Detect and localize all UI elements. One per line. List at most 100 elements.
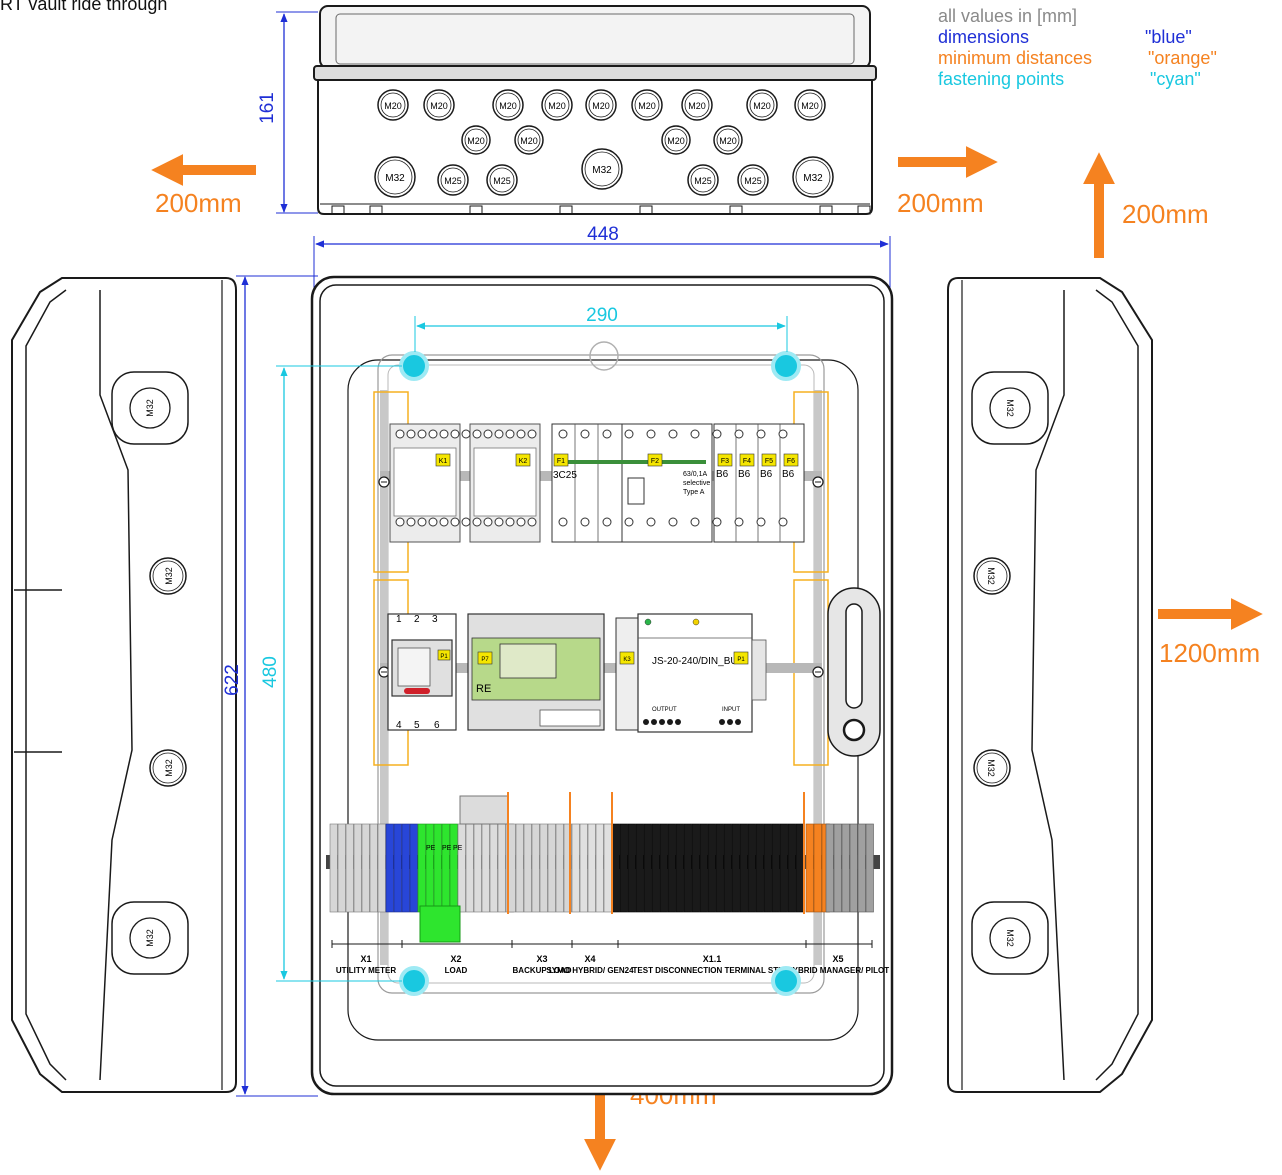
terminal-x11-16 — [731, 823, 740, 913]
row1-screw-top-15 — [580, 429, 590, 439]
dim-448-label: 448 — [587, 224, 619, 245]
gland-bottom-7-label: M32 — [803, 173, 823, 184]
terminal-x4-2 — [579, 823, 588, 913]
x2-terminal-top — [459, 795, 509, 825]
gland-bottom-3-inner — [489, 167, 515, 193]
gland-middle-2-label: M20 — [520, 136, 538, 146]
label-f3-box — [717, 453, 733, 467]
gland-bottom-4-ring — [581, 148, 623, 190]
row1-screw-bottom-7 — [461, 517, 471, 527]
terminal-x11-8 — [667, 823, 676, 913]
gland-top-9: M20 — [794, 89, 826, 121]
top-view-foot-7 — [819, 205, 833, 215]
row1-screw-bottom-14 — [558, 517, 568, 527]
gland-left-side-1: M32 — [111, 371, 189, 445]
gland-middle-2: M20 — [514, 125, 544, 155]
gland-left-side-3: M32 — [149, 749, 187, 787]
pe-label-2: PE — [442, 845, 452, 852]
fastening-point-bottom-right — [771, 966, 801, 996]
row1-screw-bottom-22 — [734, 517, 744, 527]
row1-screw-top-13 — [527, 429, 537, 439]
meter-terminal-6: 6 — [434, 720, 440, 731]
terminal-blocks — [329, 792, 874, 943]
top-view-foot-2 — [369, 205, 383, 215]
gland-left-side-3-label: M32 — [164, 759, 174, 777]
meter-terminal-2: 2 — [414, 614, 420, 625]
gland-right-side-4-ring — [989, 917, 1031, 959]
psu-terminal-7 — [727, 719, 733, 725]
gland-right-side-2-label: M32 — [986, 567, 996, 585]
label-psu-p1-box — [733, 651, 749, 665]
power-supply — [637, 613, 753, 733]
x1-name: UTILITY METER — [336, 966, 397, 975]
gland-bottom-1-label: M32 — [385, 173, 405, 184]
label-f4: F4 — [743, 458, 751, 465]
front-view: K1 K2 F1 3C25 F2 63/0,1A selective Type … — [260, 275, 894, 1096]
gland-bottom-7-inner — [795, 159, 831, 195]
row1-screw-top-18 — [646, 429, 656, 439]
gland-bottom-7-ring — [792, 156, 834, 198]
terminal-x11-22 — [779, 823, 788, 913]
x1-id: X1 — [360, 954, 371, 964]
gland-top-7-ring — [681, 89, 713, 121]
top-view-rim — [313, 65, 877, 81]
row1-screw-top-11 — [505, 429, 515, 439]
front-mounting-plate — [377, 354, 825, 994]
gland-top-3: M20 — [492, 89, 524, 121]
label-relay-p7-box — [477, 651, 493, 665]
clearance-left-label: 200mm — [155, 188, 242, 218]
row1-screw-top-12 — [516, 429, 526, 439]
terminal-x11-4 — [635, 823, 644, 913]
row1-screw-top-17 — [624, 429, 634, 439]
mcb-rating-3: B6 — [760, 469, 773, 480]
rcd-f2-test — [627, 477, 645, 505]
row1-screw-top-3 — [417, 429, 427, 439]
gland-bottom-3-ring — [486, 164, 518, 196]
gland-bottom-6-inner — [740, 167, 766, 193]
terminal-rail: PE PE PE X1 UTILITY METER X2 LOAD X3 BAC… — [326, 792, 889, 975]
top-view-foot-8 — [857, 205, 871, 215]
legend-distances-key: "orange" — [1148, 48, 1217, 68]
gland-top-1-label: M20 — [384, 101, 402, 111]
top-view-foot-6 — [729, 205, 743, 215]
gland-left-side-4-ring — [129, 917, 171, 959]
relay-bottom-strip — [539, 709, 601, 727]
terminal-x3-2 — [515, 823, 524, 913]
top-caption: RT vault ride through — [0, 0, 168, 14]
terminal-x3-4 — [531, 823, 540, 913]
legend-dimensions-row: dimensions "blue" — [938, 27, 1192, 48]
terminal-x3-6 — [547, 823, 556, 913]
gland-left-side-2-label: M32 — [164, 567, 174, 585]
device-row-1: K1 K2 F1 3C25 F2 63/0,1A selective Type … — [389, 423, 805, 543]
door-lock-keyhole[interactable] — [842, 718, 866, 742]
gland-right-side-4-label: M32 — [1005, 929, 1015, 947]
terminal-x1-neutral-4 — [409, 823, 418, 913]
terminal-x4-5 — [603, 823, 612, 913]
terminal-x11-9 — [675, 823, 684, 913]
terminal-x11-5 — [643, 823, 652, 913]
right-side-inner — [1095, 289, 1139, 1081]
gland-left-side-2-ring — [149, 557, 187, 595]
row1-screw-bottom-16 — [602, 517, 612, 527]
gland-middle-4-inner — [716, 128, 740, 152]
terminal-label-ticks — [331, 940, 873, 948]
terminal-x11-21 — [771, 823, 780, 913]
gland-left-side-2: M32 — [149, 557, 187, 595]
terminal-x11-3 — [627, 823, 636, 913]
psu-terminal-5 — [675, 719, 681, 725]
gland-middle-3-ring — [661, 125, 691, 155]
top-view-lid — [319, 5, 871, 69]
gland-top-2-label: M20 — [430, 101, 448, 111]
gland-right-side-1: M32 — [971, 371, 1049, 445]
gland-top-6-ring — [631, 89, 663, 121]
terminal-x11-18 — [747, 823, 756, 913]
terminal-x2-2 — [465, 823, 474, 913]
label-psu-p1: P1 — [737, 657, 745, 663]
gland-right-side-2: M32 — [973, 557, 1011, 595]
terminal-x11-7 — [659, 823, 668, 913]
rcd-text-2: selective — [683, 480, 710, 487]
row1-screw-top-23 — [756, 429, 766, 439]
x5-name: HYBRID MANAGER/ PILOT — [787, 966, 889, 975]
gland-bottom-4: M32 — [581, 148, 623, 190]
